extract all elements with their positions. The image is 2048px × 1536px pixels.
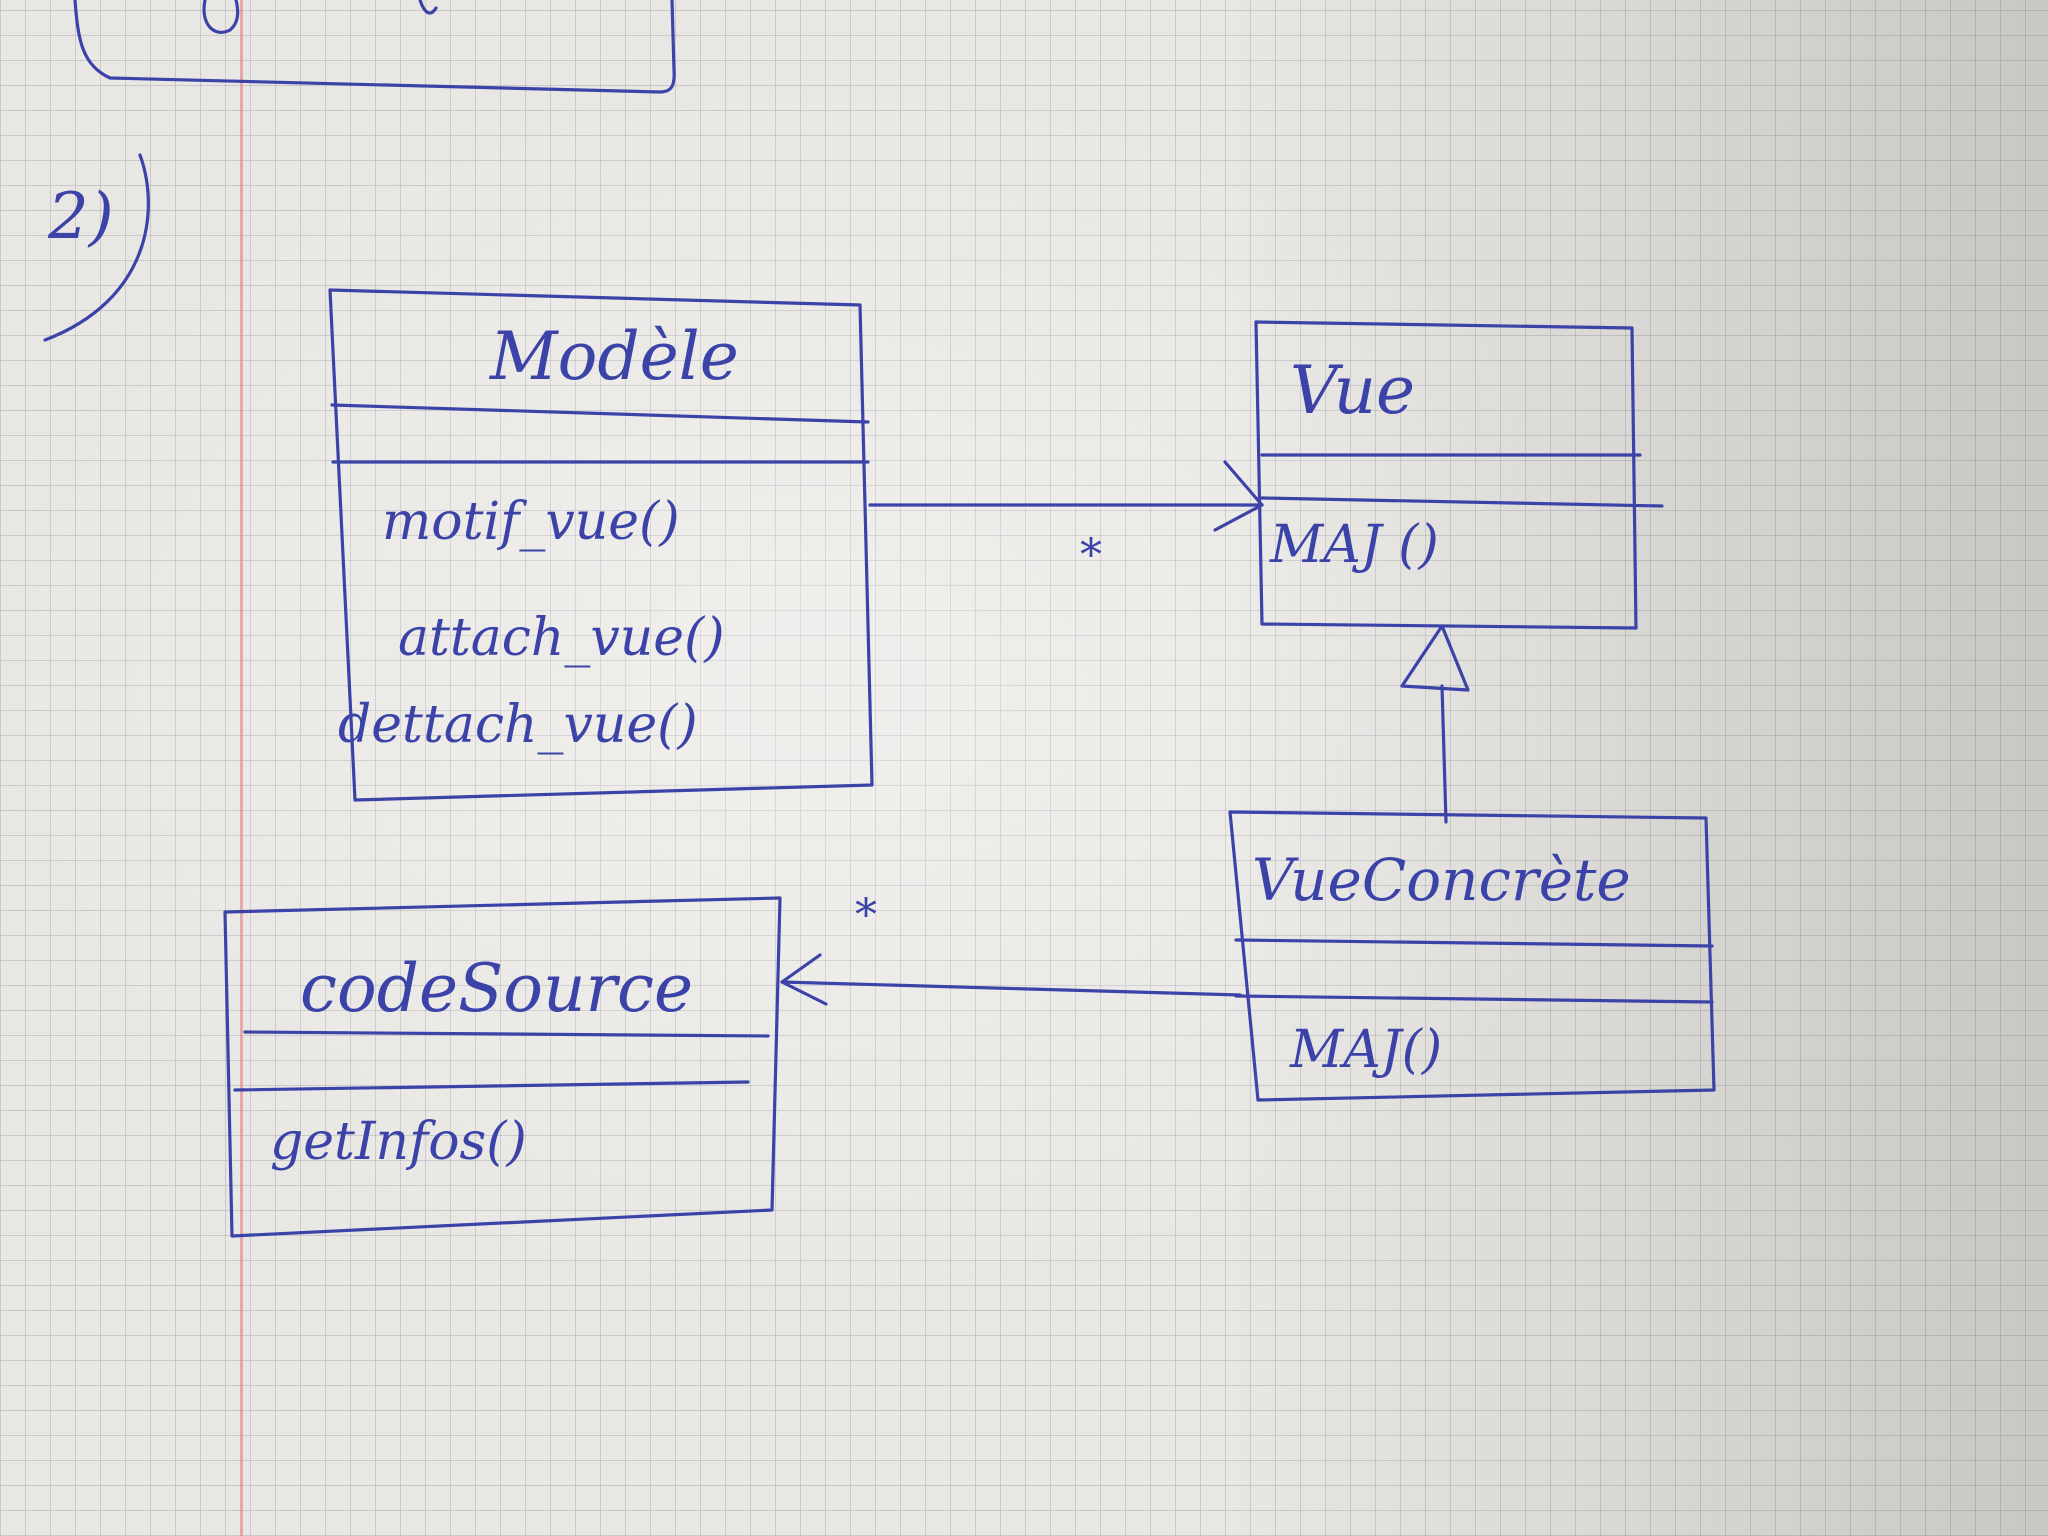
generalization-vueconcrete-vue (1400, 624, 1470, 824)
previous-box-scribble (202, 0, 438, 34)
class-name-vue: Vue (1290, 352, 1416, 429)
operation-dettach-vue: dettach_vue() (338, 695, 698, 755)
class-box-codesource (223, 896, 782, 1238)
class-name-modele: Modèle (490, 318, 739, 395)
operation-vueconcrete-maj: MAJ() (1290, 1020, 1443, 1080)
operation-attach-vue: attach_vue() (398, 608, 725, 668)
operation-getinfos: getInfos() (270, 1112, 527, 1172)
question-number: 2) (48, 180, 114, 254)
class-name-vueconcrete: VueConcrète (1252, 846, 1631, 914)
multiplicity-modele-vue: * (1080, 530, 1102, 581)
operation-vue-maj: MAJ () (1270, 515, 1439, 575)
class-box-modele (328, 288, 874, 802)
margin-line (240, 0, 243, 1536)
previous-box (73, 0, 676, 94)
class-box-vueconcrete (1228, 810, 1716, 1102)
operation-motif-vue: motif_vue() (382, 492, 680, 552)
question-bracket (43, 153, 150, 342)
association-modele-vue (868, 460, 1264, 532)
class-name-codesource: codeSource (300, 950, 694, 1027)
association-vueconcrete-codesource (780, 953, 1242, 1006)
multiplicity-vueconcrete-codesource: * (855, 890, 877, 941)
class-box-vue (1254, 320, 1664, 630)
